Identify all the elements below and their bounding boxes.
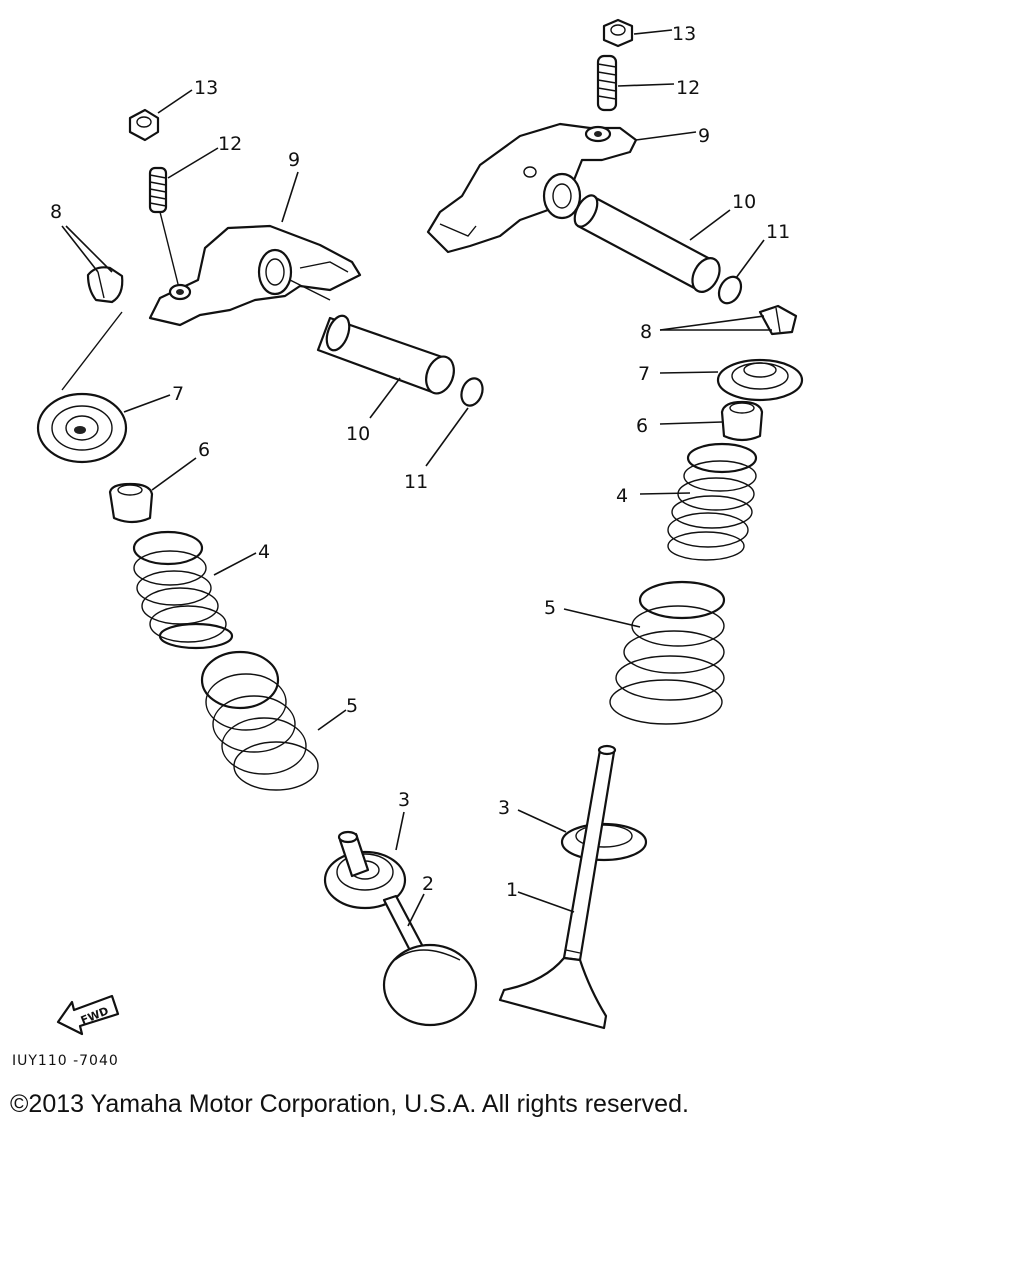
valve-left [382, 894, 478, 1027]
callout-6-left: 6 [198, 439, 210, 461]
nut-right [602, 18, 634, 48]
copyright-notice: ©2013 Yamaha Motor Corporation, U.S.A. A… [10, 1090, 689, 1118]
callout-10-right: 10 [732, 191, 756, 213]
inner-spring-left [132, 530, 234, 650]
callout-7-right: 7 [638, 363, 650, 385]
rocker-arm-right [426, 122, 638, 254]
callout-5-left: 5 [346, 695, 358, 717]
spring-seat-right [560, 822, 648, 862]
callout-12-left: 12 [218, 133, 242, 155]
callout-4-right: 4 [616, 485, 628, 507]
rocker-shaft-left [316, 314, 455, 395]
valve-cotter-left [86, 266, 124, 304]
inner-spring-right [667, 442, 758, 561]
spring-seat-left [323, 830, 407, 910]
nut-left [128, 108, 160, 142]
callout-1-right: 1 [506, 879, 518, 901]
rocker-arm-left [148, 224, 362, 327]
callout-9-right: 9 [698, 125, 710, 147]
fwd-arrow-icon: FWD [56, 994, 120, 1036]
o-ring-left [460, 377, 484, 407]
outer-spring-right [609, 580, 726, 725]
callout-9-left: 9 [288, 149, 300, 171]
callout-13-left: 13 [194, 77, 218, 99]
stud-left [148, 166, 168, 214]
callout-3-left: 3 [398, 789, 410, 811]
callout-2-left: 2 [422, 873, 434, 895]
valve-right [498, 744, 617, 1030]
valve-seal-right [720, 400, 764, 442]
valve-seal-left [108, 482, 154, 524]
rocker-shaft-right [573, 194, 721, 293]
drawing-code: IUY110 -7040 [12, 1053, 119, 1069]
callout-11-left: 11 [404, 471, 428, 493]
callout-4-left: 4 [258, 541, 270, 563]
stud-right [596, 54, 618, 112]
callout-8-right: 8 [640, 321, 652, 343]
callout-10-left: 10 [346, 423, 370, 445]
callout-11-right: 11 [766, 221, 790, 243]
callout-5-right: 5 [544, 597, 556, 619]
callout-8-left: 8 [50, 201, 62, 223]
spring-retainer-right [716, 358, 804, 402]
outer-spring-left [200, 650, 319, 791]
spring-retainer-left [36, 392, 128, 464]
callout-12-right: 12 [676, 77, 700, 99]
o-ring-right [717, 275, 743, 305]
callout-7-left: 7 [172, 383, 184, 405]
callout-3-right: 3 [498, 797, 510, 819]
callout-13-right: 13 [672, 23, 696, 45]
callout-6-right: 6 [636, 415, 648, 437]
